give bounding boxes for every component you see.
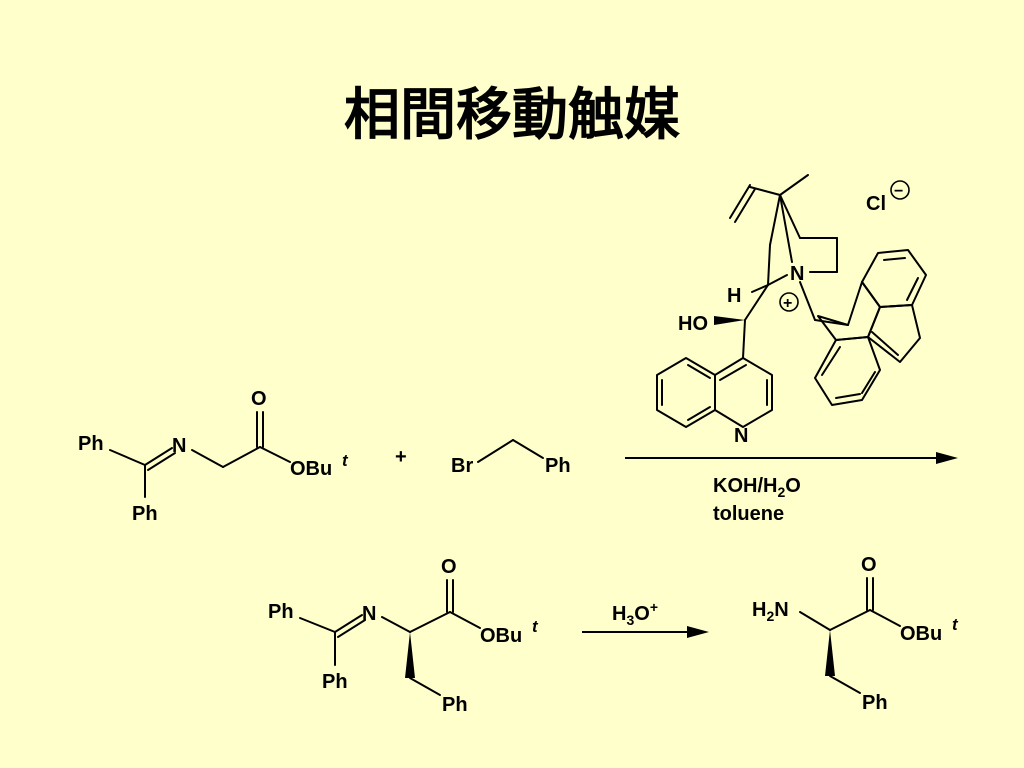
- label-n: N: [734, 425, 748, 447]
- label-o: O: [251, 388, 267, 410]
- label-ph: Ph: [268, 601, 294, 623]
- positive-charge-label: +: [783, 295, 792, 312]
- product-amino-ester: H2N O OBu t Ph: [752, 554, 959, 714]
- condition-toluene: toluene: [713, 503, 784, 525]
- label-ph: Ph: [442, 694, 468, 716]
- label-ho: HO: [678, 313, 708, 335]
- label-n: N: [172, 435, 186, 457]
- label-t: t: [532, 617, 539, 636]
- label-ph: Ph: [322, 671, 348, 693]
- label-ph: Ph: [78, 433, 104, 455]
- label-ph: Ph: [545, 455, 571, 477]
- catalyst-cinchona-ammonium: N H HO N Cl + −: [656, 174, 927, 447]
- label-t: t: [952, 615, 959, 634]
- label-o: O: [861, 554, 877, 576]
- label-t: t: [342, 451, 349, 470]
- label-h: H: [727, 285, 741, 307]
- negative-charge-icon: [890, 180, 910, 200]
- label-n: N: [362, 603, 376, 625]
- positive-charge-icon: [779, 292, 799, 312]
- label-h2n: H2N: [752, 599, 789, 624]
- condition-koh-h2o: KOH/H2O: [713, 475, 801, 500]
- intermediate-alkylated-imine: Ph Ph N O OBu t Ph: [268, 556, 539, 716]
- reactant-glycine-imine: Ph Ph N O OBu t: [78, 388, 349, 525]
- reaction-arrow-1: [625, 452, 958, 464]
- label-br: Br: [451, 455, 473, 477]
- label-ph: Ph: [132, 503, 158, 525]
- label-ph: Ph: [862, 692, 888, 714]
- reaction-arrow-2: [582, 626, 709, 638]
- condition-h3o: H3O+: [612, 599, 658, 628]
- reactant-benzyl-bromide: Br Ph: [451, 439, 571, 477]
- plus-sign: +: [395, 446, 407, 468]
- label-obu: OBu: [290, 458, 332, 480]
- label-o: O: [441, 556, 457, 578]
- negative-charge-label: −: [894, 183, 903, 200]
- label-n: N: [790, 263, 804, 285]
- label-cl: Cl: [866, 193, 886, 215]
- label-obu: OBu: [480, 625, 522, 647]
- label-obu: OBu: [900, 623, 942, 645]
- slide-title: 相間移動触媒: [344, 83, 680, 148]
